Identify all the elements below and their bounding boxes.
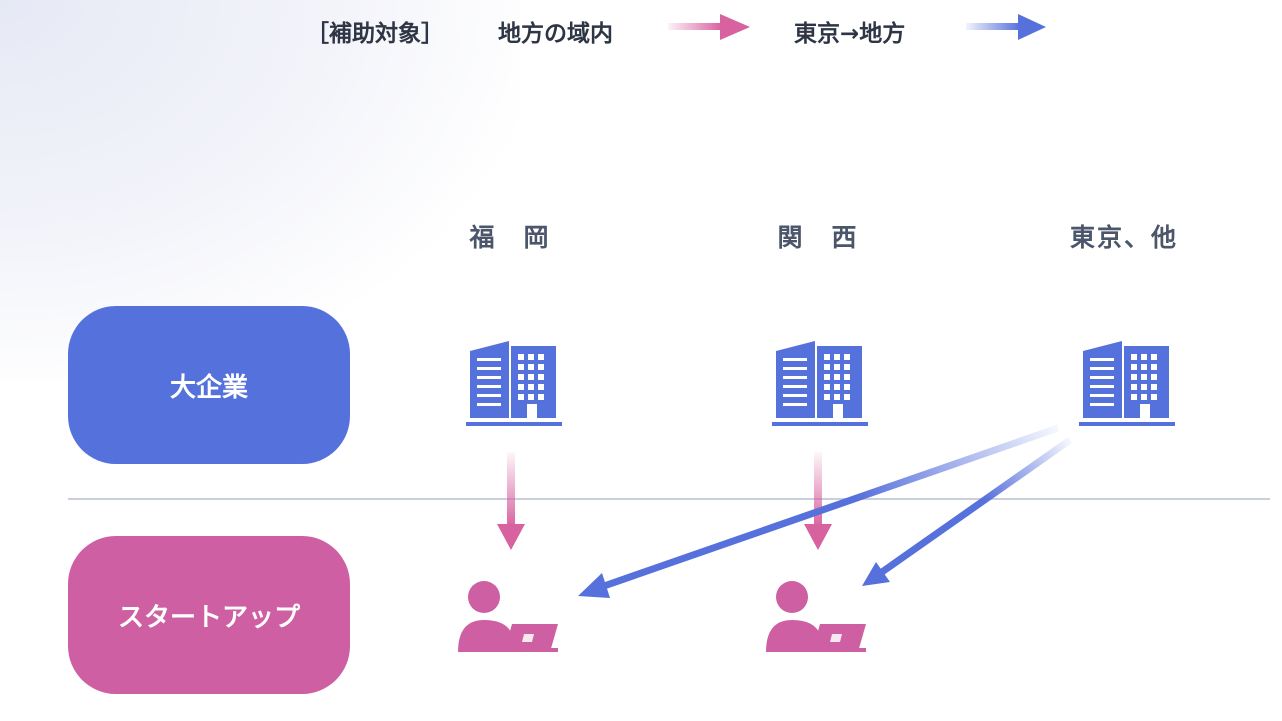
local-arrow-fukuoka-icon xyxy=(497,452,525,550)
person-laptop-icon-kansai xyxy=(766,581,866,652)
row-divider xyxy=(68,498,1270,500)
person-laptop-icon-fukuoka xyxy=(458,581,558,652)
column-label-kansai: 関 西 xyxy=(777,223,859,252)
legend-tokyo-label: 東京→地方 xyxy=(794,21,906,47)
legend-local-label: 地方の域内 xyxy=(498,21,613,47)
legend-arrows xyxy=(668,14,1046,40)
startup-label-text: スタートアップ xyxy=(117,602,300,633)
corporate-label-text: 大企業 xyxy=(169,372,248,403)
startup-row-label: スタートアップ xyxy=(68,536,350,694)
legend-subject-label: ［補助対象］ xyxy=(306,21,444,47)
legend-local-arrow-icon xyxy=(668,14,750,40)
corporate-row-label: 大企業 xyxy=(68,306,350,464)
local-arrow-kansai-icon xyxy=(804,452,832,550)
building-icon-tokyo xyxy=(1079,341,1175,426)
column-label-tokyo: 東京、他 xyxy=(1069,223,1178,252)
building-icon-fukuoka xyxy=(466,341,562,426)
building-icon-kansai xyxy=(772,341,868,426)
legend: ［補助対象］ 地方の域内 東京→地方 xyxy=(0,12,1282,52)
column-label-fukuoka: 福 岡 xyxy=(469,223,551,252)
tokyo-arrow-to-kansai-icon xyxy=(862,437,1073,586)
legend-tokyo-arrow-icon xyxy=(966,14,1046,40)
tokyo-arrow-to-fukuoka-icon xyxy=(578,424,1060,598)
